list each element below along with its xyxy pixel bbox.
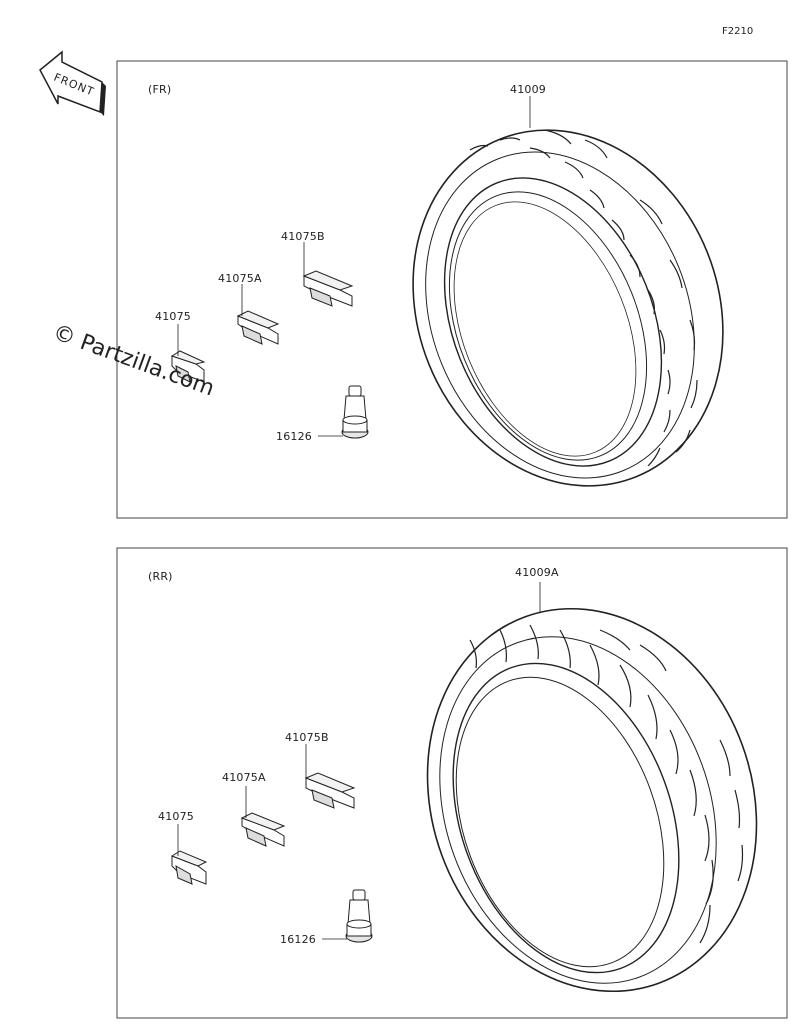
panel-front-frame	[116, 60, 788, 519]
rear-balance-weight-a-icon	[240, 812, 286, 847]
part-label-front-weight[interactable]: 41075	[155, 310, 191, 323]
front-tire-icon	[412, 129, 724, 487]
part-label-rear-weight[interactable]: 41075	[158, 810, 194, 823]
part-label-rear-valve[interactable]: 16126	[280, 933, 316, 946]
section-label-rear: (RR)	[148, 570, 173, 583]
part-label-rear-weight-b[interactable]: 41075B	[285, 731, 329, 744]
front-tire-valve-icon	[341, 385, 369, 439]
rear-tire-icon	[426, 607, 758, 993]
rear-tire-valve-icon	[345, 889, 373, 943]
front-balance-weight-b-icon	[302, 270, 354, 307]
rear-balance-weight-b-icon	[304, 772, 356, 809]
part-label-front-weight-b[interactable]: 41075B	[281, 230, 325, 243]
part-label-rear-tire[interactable]: 41009A	[515, 566, 559, 579]
part-label-front-weight-a[interactable]: 41075A	[218, 272, 262, 285]
rear-balance-weight-icon	[170, 850, 208, 885]
front-direction-arrow-icon: FRONT	[39, 50, 106, 116]
part-label-front-valve[interactable]: 16126	[276, 430, 312, 443]
figure-code: F2210	[722, 26, 754, 37]
front-balance-weight-a-icon	[236, 310, 280, 345]
panel-rear-frame	[116, 547, 788, 1019]
front-balance-weight-icon	[170, 350, 206, 383]
part-label-rear-weight-a[interactable]: 41075A	[222, 771, 266, 784]
section-label-front: (FR)	[148, 83, 172, 96]
part-label-front-tire[interactable]: 41009	[510, 83, 546, 96]
